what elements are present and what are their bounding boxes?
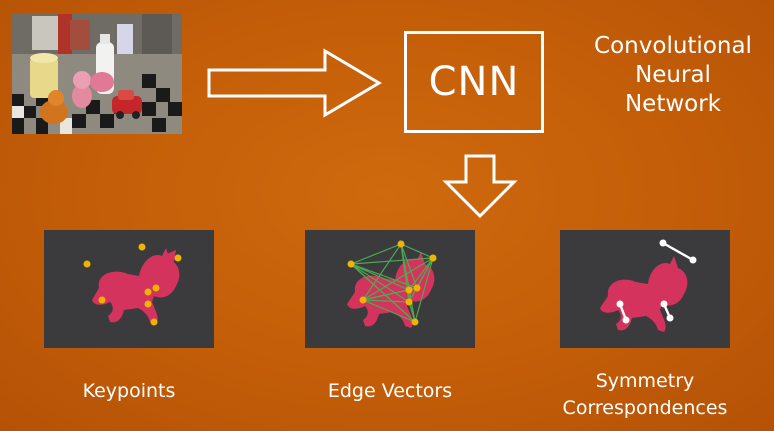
caption-line-2: Neural (635, 62, 711, 88)
arrow-right-icon (207, 48, 383, 122)
keypoints-panel (44, 230, 214, 348)
cnn-caption: Convolutional Neural Network (578, 32, 768, 119)
cat-model-keypoints (83, 243, 182, 326)
symmetry-panel (560, 230, 730, 348)
input-scene-image (12, 14, 182, 134)
symmetry-label-line-2: Correspondences (562, 397, 728, 419)
cnn-box: CNN (404, 31, 544, 133)
caption-line-3: Network (624, 91, 722, 117)
cnn-box-label: CNN (428, 59, 520, 105)
cat-model-symmetry (600, 239, 697, 332)
arrow-down-icon (442, 154, 518, 224)
edge-vectors-panel (305, 230, 475, 348)
keypoints-label-text: Keypoints (82, 380, 176, 402)
keypoints-label: Keypoints (44, 378, 214, 405)
caption-line-1: Convolutional (594, 33, 752, 59)
edge-vectors-label: Edge Vectors (295, 378, 485, 405)
symmetry-label-line-1: Symmetry (595, 370, 695, 392)
cat-model-edges (347, 240, 437, 328)
edge-vectors-label-text: Edge Vectors (327, 380, 453, 402)
symmetry-label: Symmetry Correspondences (540, 368, 750, 422)
